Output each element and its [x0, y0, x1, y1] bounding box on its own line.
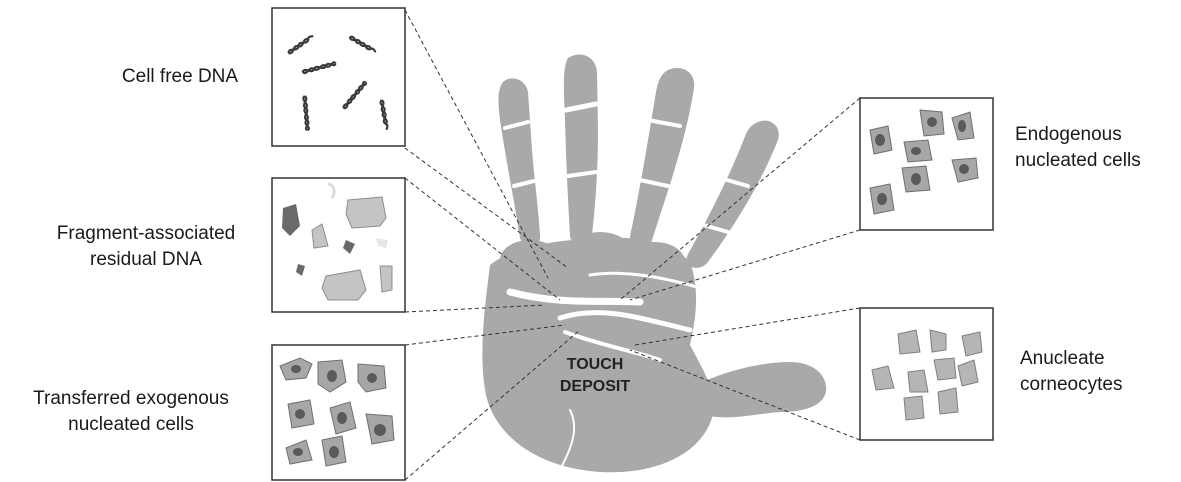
index-finger — [687, 121, 779, 268]
corneocyte — [930, 330, 946, 352]
cell-nucleus — [291, 365, 301, 373]
cell-nucleus — [911, 147, 921, 155]
corneocyte — [904, 396, 924, 420]
cell-nucleus — [337, 412, 347, 424]
box-cell-free-dna — [272, 8, 405, 146]
cell-nucleus — [959, 164, 969, 174]
box-anucleate-corneocytes — [860, 308, 993, 440]
label-fragment-line1: Fragment-associated — [28, 221, 264, 247]
fragment-light-4 — [380, 266, 392, 292]
corneocyte — [934, 358, 956, 380]
touch-deposit-line1: TOUCH — [535, 354, 655, 376]
little-finger — [498, 78, 540, 246]
cell-nucleus — [295, 409, 305, 419]
middle-finger — [630, 68, 694, 247]
label-endogenous-cells: Endogenous nucleated cells — [1015, 122, 1175, 174]
label-transferred-line1: Transferred exogenous — [4, 386, 258, 412]
label-cell-free-dna: Cell free DNA — [100, 64, 260, 90]
label-exogenous-cells: Transferred exogenous nucleated cells — [4, 386, 258, 438]
cell-nucleus — [367, 373, 377, 383]
cell-nucleus — [293, 448, 303, 456]
hand-illustration — [482, 54, 826, 472]
cell-nucleus — [927, 117, 937, 127]
box-exogenous-cells — [272, 345, 405, 480]
corneocyte — [898, 330, 920, 354]
label-fragment-dna: Fragment-associated residual DNA — [28, 221, 264, 273]
ring-finger — [564, 54, 598, 244]
corneocyte — [908, 370, 928, 392]
label-cell-free-dna-text: Cell free DNA — [100, 64, 260, 90]
label-fragment-line2: residual DNA — [28, 247, 264, 273]
label-anucleate-corneocytes: Anucleate corneocytes — [1020, 346, 1170, 398]
fragment-light-1 — [346, 197, 386, 228]
cell-nucleus — [327, 370, 337, 382]
box-endogenous-cells — [860, 98, 993, 230]
label-transferred-line2: nucleated cells — [4, 412, 258, 438]
cell-nucleus — [329, 446, 339, 458]
touch-deposit-label: TOUCH DEPOSIT — [535, 354, 655, 398]
label-endogenous-line2: nucleated cells — [1015, 148, 1175, 174]
cell-nucleus — [958, 120, 966, 132]
cell-nucleus — [877, 193, 887, 205]
cell-nucleus — [875, 134, 885, 146]
thumb — [689, 362, 826, 417]
label-anucleate-line2: corneocytes — [1020, 372, 1170, 398]
label-endogenous-line1: Endogenous — [1015, 122, 1175, 148]
corneocyte — [938, 388, 958, 414]
cell-nucleus — [374, 424, 386, 436]
corneocyte — [962, 332, 982, 356]
box-fragment-dna — [272, 178, 405, 312]
cell-nucleus — [911, 173, 921, 185]
touch-deposit-line2: DEPOSIT — [535, 376, 655, 398]
label-anucleate-line1: Anucleate — [1020, 346, 1170, 372]
